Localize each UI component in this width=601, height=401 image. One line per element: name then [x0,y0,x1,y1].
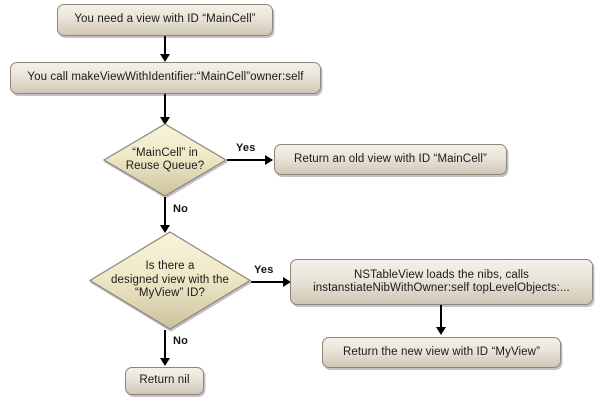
node-call-make-view[interactable]: You call makeViewWithIdentifier:“MainCel… [10,62,321,94]
node-loads-nibs-label-line2: instanstiateNibWithOwner:self topLevelOb… [313,282,570,294]
edge-reuse-yes-line [227,159,272,161]
edge-nibs-to-newview-line [440,305,442,331]
edge-nibs-to-newview-arrowhead [436,327,446,335]
edge-designed-yes-line [251,281,291,283]
edge-reuse-no-label: No [173,203,189,215]
node-return-nil[interactable]: Return nil [125,367,204,395]
node-return-old-view-label: Return an old view with ID “MainCell” [294,152,487,165]
edge-reuse-no-line [164,197,166,229]
edge-designed-no-arrowhead [160,358,170,366]
node-return-new-view-label: Return the new view with ID “MyView” [342,345,541,358]
node-loads-nibs-label-line1: NSTableView loads the nibs, calls [353,268,530,281]
edge-call-to-reuse-arrowhead [160,117,170,125]
node-designed-view-decision-label: Is there a designed view with the “MyVie… [111,260,229,300]
node-need-view-label: You need a view with ID “MainCell” [74,13,256,26]
edge-reuse-no-arrowhead [160,225,170,233]
node-designed-view-decision[interactable]: Is there a designed view with the “MyVie… [89,231,251,330]
edge-reuse-yes-label: Yes [236,142,256,154]
edge-need-to-call-arrowhead [160,54,170,62]
node-return-old-view[interactable]: Return an old view with ID “MainCell” [274,144,507,175]
edge-need-to-call-line [164,36,166,56]
edge-designed-yes-label: Yes [254,264,274,276]
diamond-shape-icon [103,123,227,197]
diamond-shape-icon [89,231,251,330]
node-reuse-queue-decision-label: “MainCell” in Reuse Queue? [125,146,205,173]
node-return-nil-label: Return nil [139,374,190,387]
node-reuse-queue-decision[interactable]: “MainCell” in Reuse Queue? [103,123,227,197]
node-return-new-view[interactable]: Return the new view with ID “MyView” [322,337,561,368]
node-call-make-view-label: You call makeViewWithIdentifier:“MainCel… [27,71,304,84]
edge-reuse-yes-arrowhead [265,155,273,165]
node-need-view[interactable]: You need a view with ID “MainCell” [57,4,273,36]
edge-designed-no-line [164,330,166,363]
node-loads-nibs[interactable]: NSTableView loads the nibs, calls instan… [290,259,593,305]
edge-designed-yes-arrowhead [283,277,291,287]
edge-call-to-reuse-line [164,94,166,122]
edge-designed-no-label: No [173,335,189,347]
